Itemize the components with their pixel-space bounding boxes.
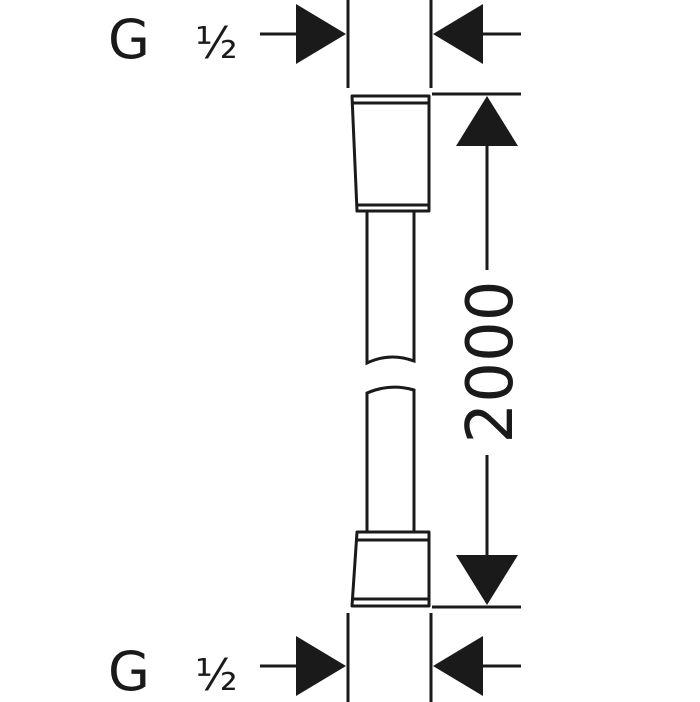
bottom-thread-letter: G [108, 640, 150, 702]
bottom-right-arrowhead [433, 636, 483, 696]
bottom-nut [350, 530, 431, 608]
bottom-thread-callout: G ½ [108, 613, 521, 702]
length-bottom-arrowhead [456, 555, 518, 605]
bottom-thread-size: ½ [195, 650, 238, 701]
shower-hose [350, 94, 431, 608]
top-thread-letter: G [108, 8, 150, 71]
hose-lower-section [365, 385, 416, 532]
top-thread-callout: G ½ [108, 0, 521, 88]
length-top-arrowhead [456, 96, 518, 146]
top-nut [350, 94, 431, 213]
top-thread-size: ½ [195, 18, 238, 69]
length-value: 2000 [454, 281, 528, 444]
bottom-left-arrowhead [296, 636, 346, 696]
length-dimension: 2000 [432, 92, 528, 609]
top-left-arrowhead [296, 4, 346, 64]
top-right-arrowhead [433, 4, 483, 64]
hose-upper-section [365, 211, 416, 366]
